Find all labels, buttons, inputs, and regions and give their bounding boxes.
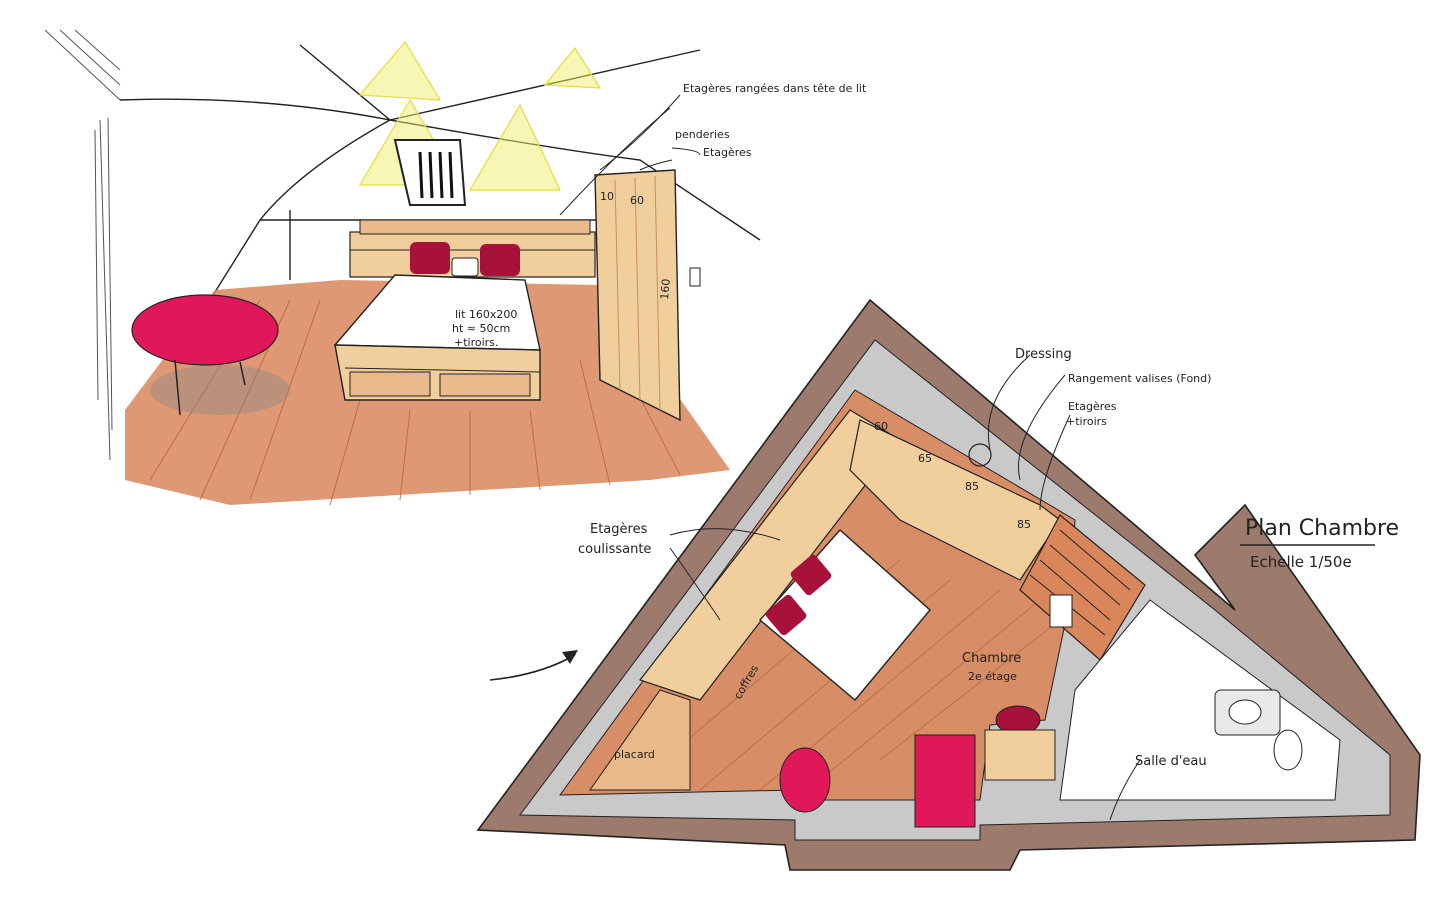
label-lit-drawers: +tiroirs. bbox=[454, 336, 498, 349]
bed-cushions bbox=[410, 242, 520, 277]
bathroom-fixtures bbox=[1214, 689, 1303, 771]
label-lit-size: lit 160x200 bbox=[455, 308, 517, 321]
plan-label-salle-deau: Salle d'eau bbox=[1135, 754, 1207, 769]
roof-window bbox=[393, 139, 467, 206]
label-lit-height: ht ≈ 50cm bbox=[452, 322, 510, 335]
label-dim-10: 10 bbox=[600, 190, 614, 203]
title-block: Plan Chambre Echelle 1/50e bbox=[1240, 516, 1399, 571]
plan-placard bbox=[589, 689, 691, 791]
link-arrow-head bbox=[562, 650, 578, 664]
plan-label-dim-85b: 85 bbox=[1017, 518, 1031, 531]
bed-with-drawers bbox=[333, 274, 541, 401]
label-height-160: 160 bbox=[658, 278, 673, 300]
plan-label-dim-85a: 85 bbox=[965, 480, 979, 493]
plan-label-rangement-valises: Rangement valises (Fond) bbox=[1068, 372, 1211, 385]
staircase bbox=[1019, 514, 1146, 661]
plan-title: Plan Chambre bbox=[1245, 516, 1399, 541]
plan-label-dressing: Dressing bbox=[1015, 347, 1072, 362]
label-etageres-tete-de-lit: Etagères rangées dans tête de lit bbox=[683, 82, 867, 95]
label-penderies: penderies bbox=[675, 128, 730, 141]
plan-scale: Echelle 1/50e bbox=[1250, 553, 1352, 571]
plan-leader-lines bbox=[669, 354, 1141, 821]
plan-red-furniture bbox=[779, 705, 1056, 828]
plan-label-etageres-coulissantes-1: Etagères bbox=[590, 522, 648, 537]
bedroom-perspective-sketch: Etagères rangées dans tête de lit pender… bbox=[44, 29, 867, 506]
plan-label-dim-65: 65 bbox=[918, 452, 932, 465]
plan-label-placard: placard bbox=[614, 748, 655, 761]
plan-label-2e-etage: 2e étage bbox=[968, 670, 1017, 683]
bedroom-floor-plan: Dressing Rangement valises (Fond) Etagèr… bbox=[476, 298, 1421, 871]
tall-wardrobe bbox=[594, 169, 701, 422]
red-armchair bbox=[131, 294, 290, 416]
bathroom-floor bbox=[1059, 599, 1341, 801]
plan-label-etageres-coulissantes-2: coulissante bbox=[578, 542, 651, 557]
label-dim-60: 60 bbox=[630, 194, 644, 207]
plan-label-dim-60: 60 bbox=[874, 420, 888, 433]
plan-bed bbox=[758, 529, 931, 701]
label-etageres: Etagères bbox=[703, 146, 752, 159]
plan-label-etageres-tiroirs-2: +tiroirs bbox=[1066, 415, 1107, 428]
plan-label-etageres-tiroirs-1: Etagères bbox=[1068, 400, 1117, 413]
perspective-leader-lines bbox=[559, 94, 701, 216]
plan-label-chambre: Chambre bbox=[962, 651, 1021, 666]
link-arrow bbox=[489, 654, 576, 681]
left-wall-hatching bbox=[44, 29, 121, 461]
dressing-marker bbox=[968, 443, 992, 467]
ceiling-spotlights bbox=[358, 40, 602, 191]
